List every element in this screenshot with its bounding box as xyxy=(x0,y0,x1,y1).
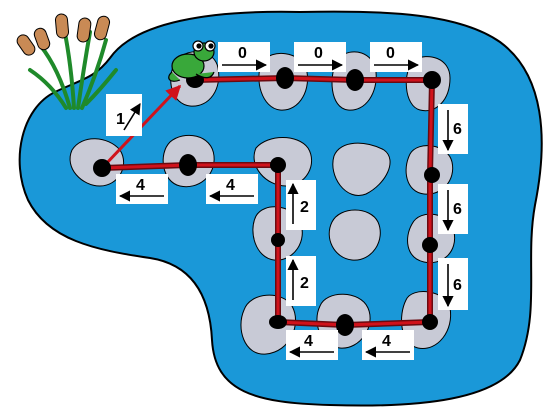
label-value: 0 xyxy=(386,45,395,62)
label-value: 2 xyxy=(300,199,309,216)
label-value: 0 xyxy=(314,45,323,62)
label-value: 1 xyxy=(116,111,125,128)
label-value: 4 xyxy=(304,333,313,350)
label-top2: 0 xyxy=(294,42,346,72)
path-nodes xyxy=(93,67,441,336)
label-value: 6 xyxy=(453,121,462,138)
label-value: 4 xyxy=(226,177,235,194)
label-mid2: 2 xyxy=(286,256,316,306)
label-value: 4 xyxy=(136,177,145,194)
label-mid1: 2 xyxy=(286,180,316,230)
label-value: 0 xyxy=(238,45,247,62)
label-left1: 4 xyxy=(116,174,168,204)
label-value: 2 xyxy=(300,275,309,292)
label-top1: 0 xyxy=(218,42,270,72)
label-right1: 6 xyxy=(438,104,468,154)
label-value: 6 xyxy=(453,277,462,294)
label-top3: 0 xyxy=(370,42,422,72)
label-bot1: 4 xyxy=(286,330,338,360)
stepping-stone-icon xyxy=(332,142,391,196)
label-right3: 6 xyxy=(438,258,468,310)
cattail-reeds-icon xyxy=(16,13,118,110)
frog-icon xyxy=(168,40,216,82)
label-left2: 4 xyxy=(206,174,258,204)
label-right2: 6 xyxy=(438,184,468,234)
label-value: 4 xyxy=(382,333,391,350)
label-diag: 1 xyxy=(106,94,142,136)
label-value: 6 xyxy=(453,201,462,218)
stepping-stone-icon xyxy=(328,209,381,261)
label-bot2: 4 xyxy=(362,330,414,360)
